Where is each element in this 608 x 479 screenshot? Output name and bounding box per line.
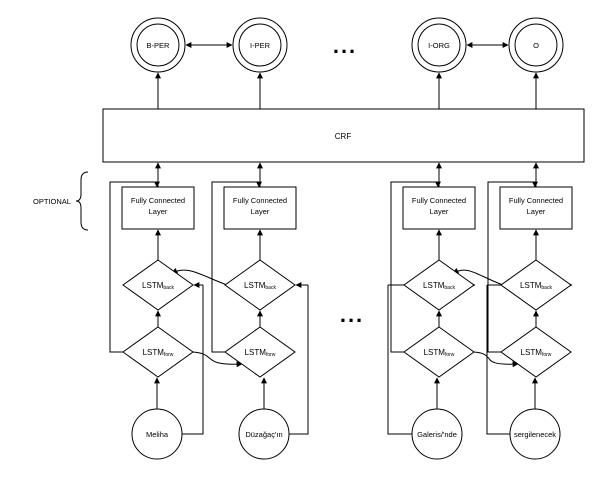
nodes-layer: B-PER I-PER I-ORG O Fully ConnectedLayerLSTM… [121,17,573,460]
lstm-back-node-2 [403,259,475,311]
input-bypass-path-1 [289,285,309,435]
forw-side-path-0 [109,208,123,353]
ellipsis-middle: ... [340,302,364,327]
fc-layer-box-2 [402,186,476,230]
ellipsis-top: ... [333,33,357,58]
lstm-back-label-3: LSTMback [520,281,552,291]
fc-label-line2-3: Layer [527,207,546,216]
forw-side-path-1 [211,208,225,353]
output-tag-label-2: I-ORG [428,41,450,50]
back-recurrent-arrow-0 [171,267,228,286]
lstm-back-label-1: LSTMback [244,281,276,291]
fc-label-line1-0: Fully Connected [131,196,185,205]
forw-side-path-2 [390,208,404,353]
fc-label-line1-2: Fully Connected [412,196,466,205]
lstm-forw-label-1: LSTMforw [245,348,276,358]
output-tag-inner-3 [514,23,558,67]
input-token-node-1 [238,408,290,460]
fc-label-line1-3: Fully Connected [509,196,563,205]
lstm-forw-label-2: LSTMforw [424,348,455,358]
fc-label-line2-1: Layer [251,207,270,216]
lstm-back-label-2: LSTMback [423,281,455,291]
lstm-back-node-1 [224,259,296,311]
input-token-label-1: Düzağaç'ın [245,430,282,439]
lstm-forw-node-1 [224,326,296,378]
crf-layer-box [102,108,585,163]
optional-label: OPTIONAL [33,197,71,206]
lstm-forw-label-3: LSTMforw [521,348,552,358]
fc-layer-box-1 [223,186,297,230]
output-tag-inner-0 [136,23,180,67]
lstm-back-node-0 [122,259,194,311]
output-tag-label-3: O [533,41,539,50]
lstm-forw-node-2 [403,326,475,378]
input-token-label-2: Galeris/'nde [417,430,457,439]
forw-side-to-fc-arrow-0 [109,181,160,208]
lstm-forw-node-0 [122,326,194,378]
output-tag-label-1: I-PER [250,41,271,50]
fc-label-line2-0: Layer [149,207,168,216]
input-token-label-0: Meliha [146,430,169,439]
output-tag-inner-2 [417,23,461,67]
input-token-label-3: sergilenecek [514,430,556,439]
input-token-node-2 [411,408,463,460]
optional-brace-icon [75,171,89,231]
fc-label-line2-2: Layer [430,207,449,216]
forw-recurrent-arrow-1 [473,351,519,368]
fc-layer-box-3 [499,186,573,230]
lstm-back-node-3 [500,259,572,311]
crf-label: CRF [335,132,352,141]
back-recurrent-arrow-1 [452,267,504,286]
fc-layer-box-0 [121,186,195,230]
lstm-back-label-0: LSTMback [142,281,174,291]
lstm-forw-label-0: LSTMforw [143,348,174,358]
output-tag-inner-1 [238,23,282,67]
forw-side-to-fc-arrow-1 [211,181,262,208]
forw-side-to-fc-arrow-3 [487,181,538,208]
forw-side-to-fc-arrow-2 [390,181,441,208]
input-bypass-path-0 [182,285,204,435]
edges-layer [109,42,573,435]
input-token-node-3 [509,408,561,460]
forw-recurrent-arrow-0 [192,351,243,368]
forw-side-path-3 [487,208,501,353]
input-token-node-0 [131,408,183,460]
output-tag-label-0: B-PER [147,41,171,50]
fc-label-line1-1: Fully Connected [233,196,287,205]
lstm-forw-node-3 [500,326,572,378]
